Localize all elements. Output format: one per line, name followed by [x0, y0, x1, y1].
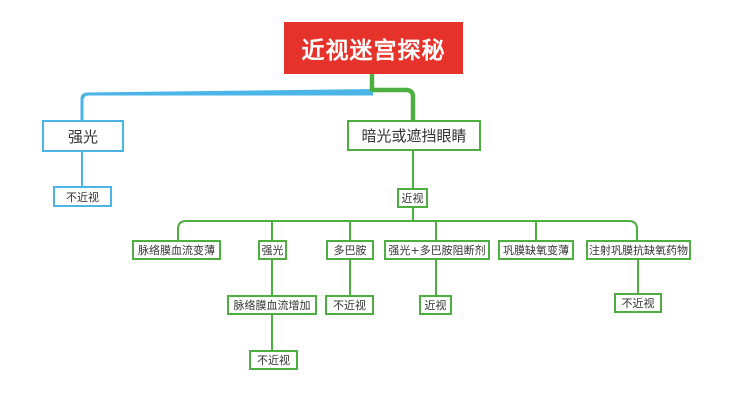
topic-label: 强光	[67, 127, 98, 146]
topic-label: 不近视	[333, 299, 366, 312]
topic-label: 不近视	[257, 354, 290, 367]
topic-blocker-myopia[interactable]: 近视	[419, 295, 452, 315]
topic-strong-light-sub[interactable]: 强光	[258, 240, 287, 260]
topic-inject-anti-hypoxia[interactable]: 注射巩膜抗缺氧药物	[586, 240, 691, 260]
topic-myopia[interactable]: 近视	[397, 188, 428, 208]
topic-label: 脉络膜血流增加	[233, 299, 311, 312]
topic-strong-light[interactable]: 强光	[42, 120, 124, 152]
topic-label: 不近视	[66, 190, 99, 204]
root-topic[interactable]: 近视迷宫探秘	[284, 22, 463, 74]
topic-label: 注射巩膜抗缺氧药物	[589, 244, 688, 257]
topic-dopamine-no-myopia[interactable]: 不近视	[325, 295, 374, 315]
topic-choroid-flow-increase[interactable]: 脉络膜血流增加	[227, 295, 317, 315]
topic-choroid-flow-thin[interactable]: 脉络膜血流变薄	[132, 240, 221, 260]
topic-label: 近视	[424, 299, 447, 312]
topic-label: 强光	[261, 244, 284, 257]
root-topic-label: 近视迷宫探秘	[301, 38, 446, 64]
topic-label: 巩膜缺氧变薄	[503, 244, 569, 257]
topic-label: 多巴胺	[333, 244, 367, 257]
topic-label: 脉络膜血流变薄	[138, 244, 215, 257]
connector-root-to-strong-light	[80, 89, 373, 121]
topic-label: 暗光或遮挡眼睛	[361, 127, 467, 145]
topic-label: 不近视	[621, 297, 655, 310]
connector-bus	[177, 220, 638, 241]
topic-dopamine[interactable]: 多巴胺	[326, 240, 374, 260]
topic-injection-no-myopia[interactable]: 不近视	[614, 293, 662, 313]
topic-label: 近视	[401, 192, 424, 205]
connector-root-to-dark	[369, 73, 416, 121]
topic-light-plus-blocker[interactable]: 强光+多巴胺阻断剂	[384, 240, 490, 260]
topic-sclera-hypoxia-thin[interactable]: 巩膜缺氧变薄	[498, 240, 574, 260]
topic-dark-or-covered-eyes[interactable]: 暗光或遮挡眼睛	[347, 120, 481, 151]
topic-flow-increase-no-myopia[interactable]: 不近视	[249, 350, 298, 370]
topic-no-myopia[interactable]: 不近视	[53, 186, 112, 207]
topic-label: 强光+多巴胺阻断剂	[388, 244, 486, 257]
